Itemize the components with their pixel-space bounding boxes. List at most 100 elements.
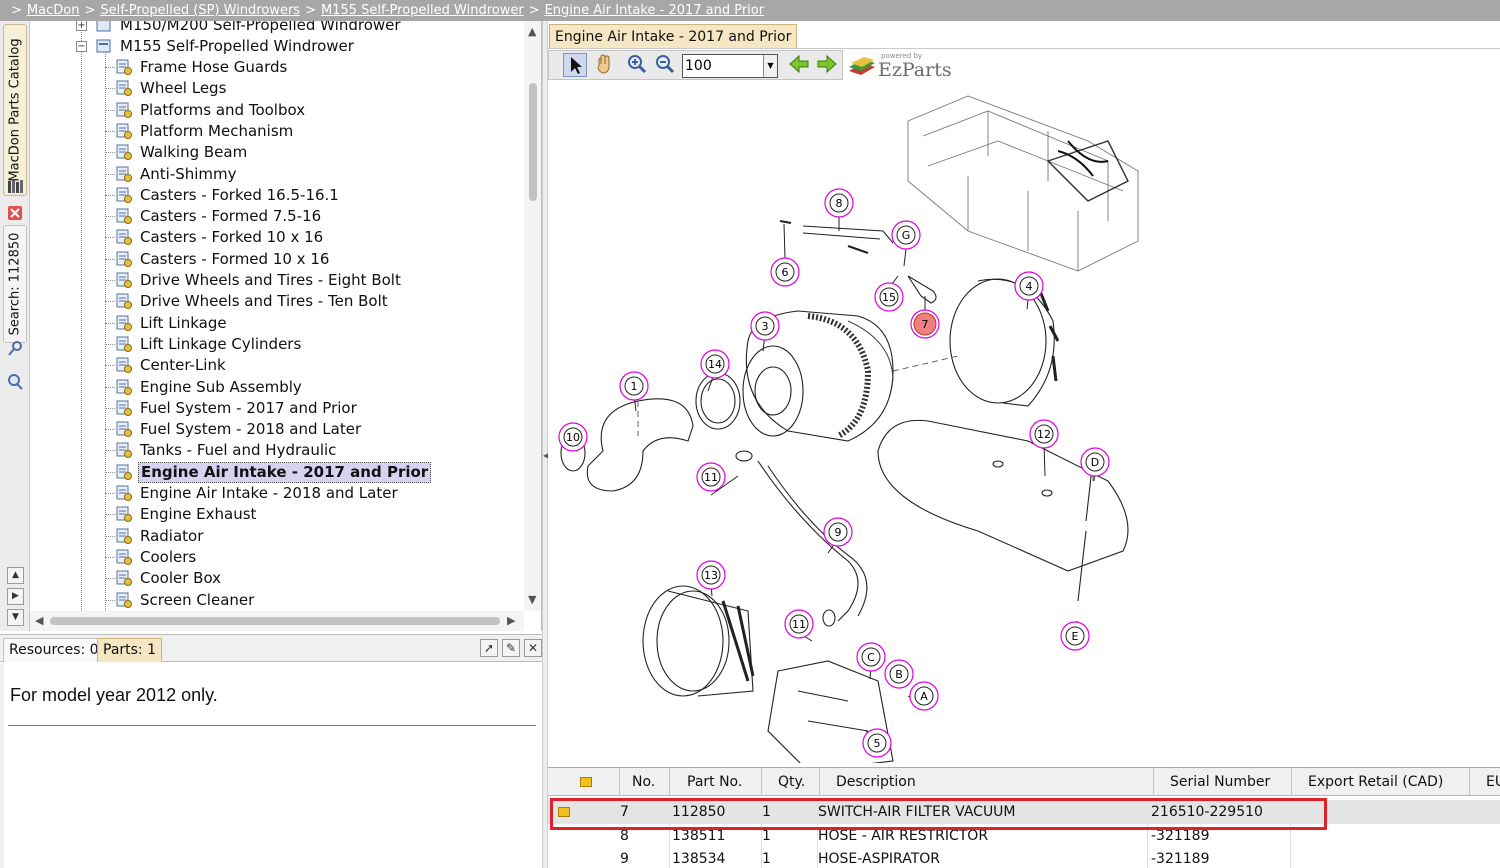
tree-node-center-link[interactable]: Center-Link [30,355,500,376]
zoom-in-icon[interactable] [625,53,649,77]
callout-b[interactable]: B [884,659,914,689]
tree-node-lift-linkage[interactable]: Lift Linkage [30,313,500,334]
scroll-up-button[interactable]: ▲ [7,567,24,584]
tree-hscroll-thumb[interactable] [50,617,500,625]
column-description[interactable]: Description [820,768,1154,796]
tree-node-platforms-and-toolbox[interactable]: Platforms and Toolbox [30,100,500,121]
column-no[interactable]: No. [620,768,670,796]
column-serial-number[interactable]: Serial Number [1154,768,1292,796]
table-row[interactable]: 9 138534 1 HOSE-ASPIRATOR -321189 [548,847,1500,868]
breadcrumb-engine-air-intake[interactable]: Engine Air Intake - 2017 and Prior [544,3,765,18]
catalog-tab[interactable]: MacDon Parts Catalog [3,24,27,196]
tree-node-cooler-box[interactable]: Cooler Box [30,568,500,589]
callout-12[interactable]: 12 [1029,419,1059,449]
callout-5[interactable]: 5 [862,728,892,758]
callout-15[interactable]: 15 [874,282,904,312]
callout-g[interactable]: G [891,220,921,250]
close-icon[interactable]: ✕ [524,639,542,657]
callout-4[interactable]: 4 [1014,271,1044,301]
tree-node-casters-formed-10-x-16[interactable]: Casters - Formed 10 x 16 [30,249,500,270]
tree-node-anti-shimmy[interactable]: Anti-Shimmy [30,164,500,185]
column-export-retail[interactable]: Export Retail (CAD) [1292,768,1470,796]
tree-vertical-scrollbar[interactable]: ▲ ▼ [524,21,541,611]
select-arrow-icon[interactable] [563,53,587,77]
scroll-right-button[interactable]: ▶ [7,588,24,605]
column-note[interactable] [548,768,620,796]
breadcrumb-macdon[interactable]: MacDon [26,3,80,18]
table-row[interactable]: 7 112850 1 SWITCH-AIR FILTER VACUUM 2165… [548,800,1500,824]
scroll-up-arrow-icon[interactable]: ▲ [528,25,537,38]
tree-node-casters-formed-7-5-16[interactable]: Casters - Formed 7.5-16 [30,206,500,227]
callout-9[interactable]: 9 [823,517,853,547]
callout-d[interactable]: D [1080,447,1110,477]
callout-7[interactable]: 7 [910,309,940,339]
scroll-down-arrow-icon[interactable]: ▼ [528,593,537,606]
tree-node-platform-mechanism[interactable]: Platform Mechanism [30,121,500,142]
parts-diagram[interactable]: 8 6 G 15 7 3 4 14 1 10 11 12 D 9 13 11 C… [548,81,1500,763]
tree-node-screen-cleaner[interactable]: Screen Cleaner [30,590,500,611]
forward-arrow-icon[interactable] [815,53,839,77]
callout-a[interactable]: A [909,681,939,711]
tree-scroll-thumb[interactable] [529,83,537,201]
tree-horizontal-scrollbar[interactable]: ◀ ▶ [30,611,524,631]
callout-e[interactable]: E [1060,621,1090,651]
callout-c[interactable]: C [856,642,886,672]
zoom-out-icon[interactable] [653,53,677,77]
tree-node-m150[interactable]: + M150/M200 Self-Propelled Windrower [30,21,500,36]
callout-11-lower[interactable]: 11 [784,609,814,639]
pan-hand-icon[interactable] [592,53,616,77]
collapse-icon[interactable]: − [76,41,87,52]
close-search-icon[interactable] [6,205,24,223]
tree-node-casters-forked-10-x-16[interactable]: Casters - Forked 10 x 16 [30,227,500,248]
tab-engine-air-intake[interactable]: Engine Air Intake - 2017 and Prior [549,24,798,48]
breadcrumb-m155[interactable]: M155 Self-Propelled Windrower [320,3,524,18]
breadcrumb-sp-windrowers[interactable]: Self-Propelled (SP) Windrowers [100,3,301,18]
table-row[interactable]: 8 138511 1 HOSE - AIR RESTRICTOR -321189 [548,824,1500,848]
callout-10[interactable]: 10 [558,422,588,452]
tree-node-tanks-fuel-and-hydraulic[interactable]: Tanks - Fuel and Hydraulic [30,440,500,461]
zoom-search-icon[interactable] [6,373,24,391]
scroll-left-arrow-icon[interactable]: ◀ [35,614,44,627]
callout-8[interactable]: 8 [824,188,854,218]
scroll-right-arrow-icon[interactable]: ▶ [507,614,516,627]
search-tool-icon[interactable] [6,339,24,357]
tree-node-drive-wheels-and-tires-eight-bolt[interactable]: Drive Wheels and Tires - Eight Bolt [30,270,500,291]
tree-node-fuel-system-2018-and-later[interactable]: Fuel System - 2018 and Later [30,419,500,440]
column-qty[interactable]: Qty. [762,768,820,796]
tree-node-engine-sub-assembly[interactable]: Engine Sub Assembly [30,377,500,398]
edit-note-icon[interactable]: ✎ [502,639,520,657]
tree-node-lift-linkage-cylinders[interactable]: Lift Linkage Cylinders [30,334,500,355]
tree-node-engine-air-intake-2017-and-prior[interactable]: Engine Air Intake - 2017 and Prior [30,461,500,483]
expand-icon[interactable]: + [76,21,87,31]
pin-icon[interactable]: ➚ [480,639,498,657]
tree-node-radiator[interactable]: Radiator [30,526,500,547]
tree-node-frame-hose-guards[interactable]: Frame Hose Guards [30,57,500,78]
callout-6[interactable]: 6 [770,257,800,287]
callout-3[interactable]: 3 [750,311,780,341]
back-arrow-icon[interactable] [787,53,811,77]
chevron-down-icon[interactable]: ▼ [763,55,777,77]
tab-resources[interactable]: Resources: 0 [3,638,105,662]
column-eu[interactable]: EU [1470,768,1500,796]
tree-node-engine-air-intake-2018-and-later[interactable]: Engine Air Intake - 2018 and Later [30,483,500,504]
tree-node-drive-wheels-and-tires-ten-bolt[interactable]: Drive Wheels and Tires - Ten Bolt [30,291,500,312]
tree-node-m155[interactable]: − M155 Self-Propelled Windrower [30,36,500,57]
tree-node-wheel-legs[interactable]: Wheel Legs [30,78,500,99]
callout-1[interactable]: 1 [619,371,649,401]
pane-splitter[interactable]: ◀ [542,21,550,868]
column-part-no[interactable]: Part No. [670,768,762,796]
zoom-input[interactable] [685,56,761,76]
callout-11-upper[interactable]: 11 [696,462,726,492]
tree-node-casters-forked-16-5-16-1[interactable]: Casters - Forked 16.5-16.1 [30,185,500,206]
collapse-left-icon[interactable]: ◀ [543,451,550,460]
tab-parts[interactable]: Parts: 1 [97,638,163,662]
tree-node-engine-exhaust[interactable]: Engine Exhaust [30,504,500,525]
zoom-combo[interactable]: ▼ [682,54,778,78]
tree-node-coolers[interactable]: Coolers [30,547,500,568]
scroll-down-button[interactable]: ▼ [7,609,24,626]
tree-node-walking-beam[interactable]: Walking Beam [30,142,500,163]
callout-13[interactable]: 14 [700,349,730,379]
search-tab[interactable]: Search: 112850 [3,225,27,343]
callout-14[interactable]: 13 [696,560,726,590]
tree-node-fuel-system-2017-and-prior[interactable]: Fuel System - 2017 and Prior [30,398,500,419]
